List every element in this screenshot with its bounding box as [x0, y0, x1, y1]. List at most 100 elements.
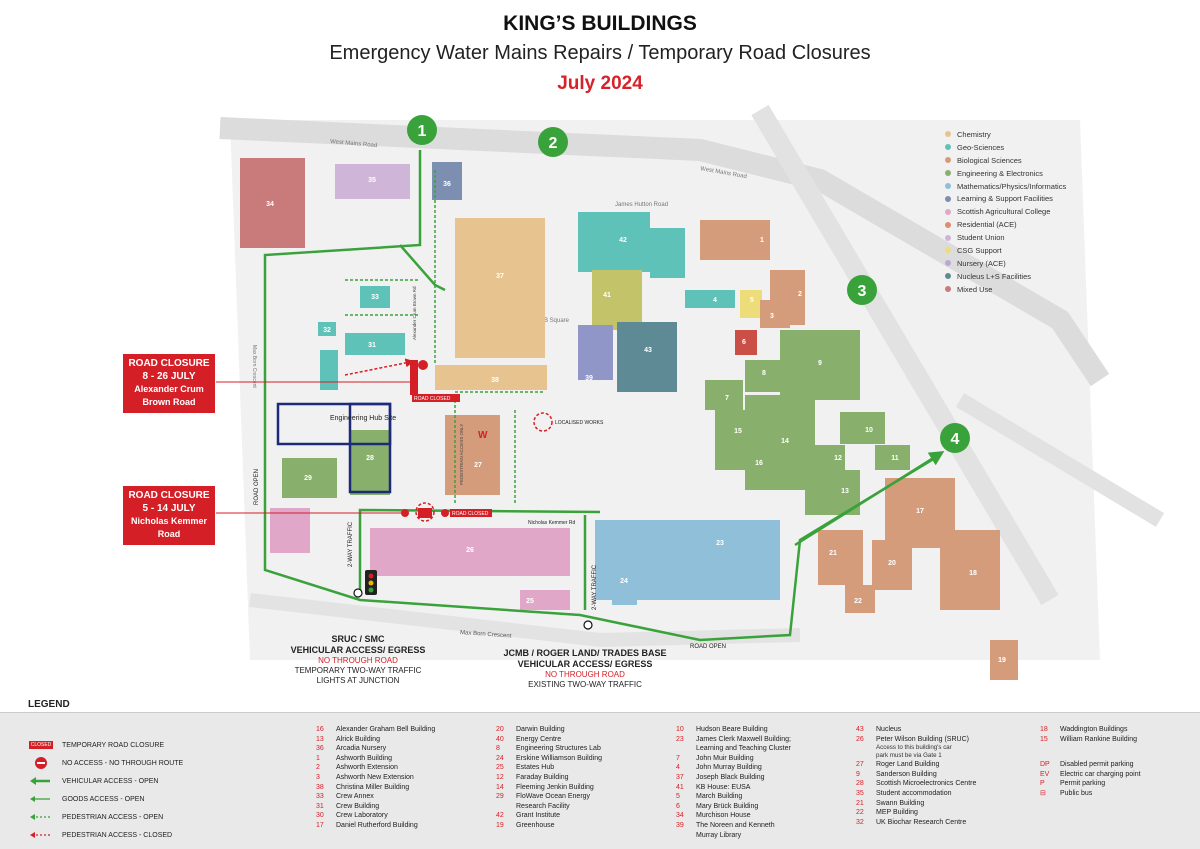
building-29[interactable] — [282, 458, 337, 498]
building-8[interactable] — [745, 360, 780, 392]
building-name: Joseph Black Building — [696, 773, 765, 781]
building-number: 1 — [316, 754, 320, 762]
building-name: Alrick Building — [336, 735, 380, 743]
legend-symbol-goods: GOODS ACCESS - OPEN — [28, 792, 144, 806]
building-12[interactable] — [815, 445, 845, 470]
localised-works-marker — [533, 412, 553, 432]
building-5[interactable] — [740, 290, 762, 318]
legend-title: LEGEND — [28, 699, 70, 710]
legend-color-swatch — [945, 234, 951, 241]
building-31[interactable] — [345, 333, 405, 355]
building-number: 9 — [856, 770, 860, 778]
building-15[interactable] — [715, 410, 750, 470]
building-number: 33 — [316, 793, 324, 801]
svg-text:33: 33 — [371, 294, 379, 301]
gate-4-marker[interactable] — [940, 423, 970, 453]
svg-text:24: 24 — [620, 578, 628, 585]
building-28[interactable] — [350, 430, 390, 495]
svg-text:17: 17 — [916, 508, 924, 515]
closure-callout-1: ROAD CLOSURE 8 - 26 JULY Alexander Crum … — [123, 354, 215, 413]
building-35[interactable] — [335, 164, 410, 199]
building-number: 3 — [316, 773, 320, 781]
building-38[interactable] — [435, 365, 547, 390]
building-number: 19 — [496, 821, 504, 829]
building-25[interactable] — [520, 590, 570, 610]
building-10[interactable] — [840, 412, 885, 444]
svg-text:1: 1 — [760, 237, 764, 244]
building-number: 40 — [496, 735, 504, 743]
building-13[interactable] — [805, 470, 860, 515]
building-number: 43 — [856, 726, 864, 733]
building-name: Ashworth Building — [336, 754, 393, 762]
building-name: Faraday Building — [516, 773, 569, 781]
building-21[interactable] — [818, 530, 863, 585]
building-30[interactable] — [270, 508, 310, 553]
map-legend-label: Biological Sciences — [957, 155, 1022, 165]
map-legend-label: Learning & Support Facilities — [957, 194, 1053, 204]
building-16[interactable] — [745, 450, 770, 480]
svg-text:19: 19 — [998, 657, 1006, 664]
building-number: 6 — [676, 802, 680, 810]
svg-text:38: 38 — [491, 377, 499, 384]
map-legend-label: Nucleus L+S Facilities — [957, 271, 1031, 281]
ross-road — [955, 393, 1165, 527]
gate-1-marker[interactable] — [407, 115, 437, 145]
building-32[interactable] — [318, 322, 336, 336]
building-36[interactable] — [432, 162, 462, 200]
building-22[interactable] — [845, 585, 875, 613]
building-39[interactable] — [578, 325, 613, 380]
building-name: Sanderson Building — [876, 770, 937, 778]
building-18[interactable] — [940, 530, 1000, 610]
building-37[interactable] — [455, 218, 545, 358]
w-marker: W — [478, 430, 488, 441]
svg-text:5: 5 — [750, 297, 754, 304]
building-3[interactable] — [760, 300, 790, 328]
building-7[interactable] — [705, 380, 743, 410]
building-26[interactable] — [370, 528, 570, 576]
vehicular-route — [263, 150, 941, 642]
building-41[interactable] — [592, 270, 642, 330]
svg-text:9: 9 — [818, 360, 822, 367]
campus-map[interactable]: West Mains Road West Mains Road James Hu… — [0, 98, 1200, 698]
building-name: Greenhouse — [516, 821, 555, 829]
building-42[interactable] — [578, 212, 650, 272]
building-19[interactable] — [990, 640, 1018, 680]
building-42b[interactable] — [650, 228, 685, 278]
facility-name: Electric car charging point — [1060, 770, 1141, 778]
pedestrian-closed-route — [344, 358, 415, 376]
building-name: Fleeming Jenkin Building — [516, 783, 594, 791]
gate-3-marker[interactable] — [847, 275, 877, 305]
building-20[interactable] — [872, 540, 912, 590]
building-43[interactable] — [617, 322, 677, 392]
building-27[interactable] — [445, 415, 500, 495]
label-max-born-crescent: Max Born Crescent — [460, 630, 512, 640]
building-11[interactable] — [875, 445, 910, 470]
building-1[interactable] — [700, 220, 770, 260]
map-legend-label: Residential (ACE) — [957, 220, 1017, 230]
gate-2-marker[interactable] — [538, 127, 568, 157]
building-name: Scottish Microelectronics Centre — [876, 780, 977, 788]
building-4[interactable] — [685, 290, 735, 308]
pedestrian-open-icon — [28, 811, 54, 823]
building-33[interactable] — [360, 286, 390, 308]
building-24[interactable] — [612, 555, 637, 605]
access-note-1-title1: SRUC / SMC — [331, 634, 385, 644]
building-number: 35 — [856, 789, 864, 797]
building-34[interactable] — [240, 158, 305, 248]
building-number — [676, 831, 696, 841]
building-number: 27 — [856, 761, 864, 769]
closed-tag-icon: CLOSED — [28, 739, 54, 751]
svg-text:42: 42 — [619, 237, 627, 244]
building-9[interactable] — [780, 330, 860, 400]
closure-1-road2: Brown Road — [142, 397, 196, 407]
building-30b[interactable] — [320, 350, 338, 390]
building-6[interactable] — [735, 330, 757, 355]
label-pedestrian-access-only: PEDESTRIAN ACCESS ONLY — [459, 424, 464, 485]
access-note-1-note2: LIGHTS AT JUNCTION — [316, 676, 400, 685]
